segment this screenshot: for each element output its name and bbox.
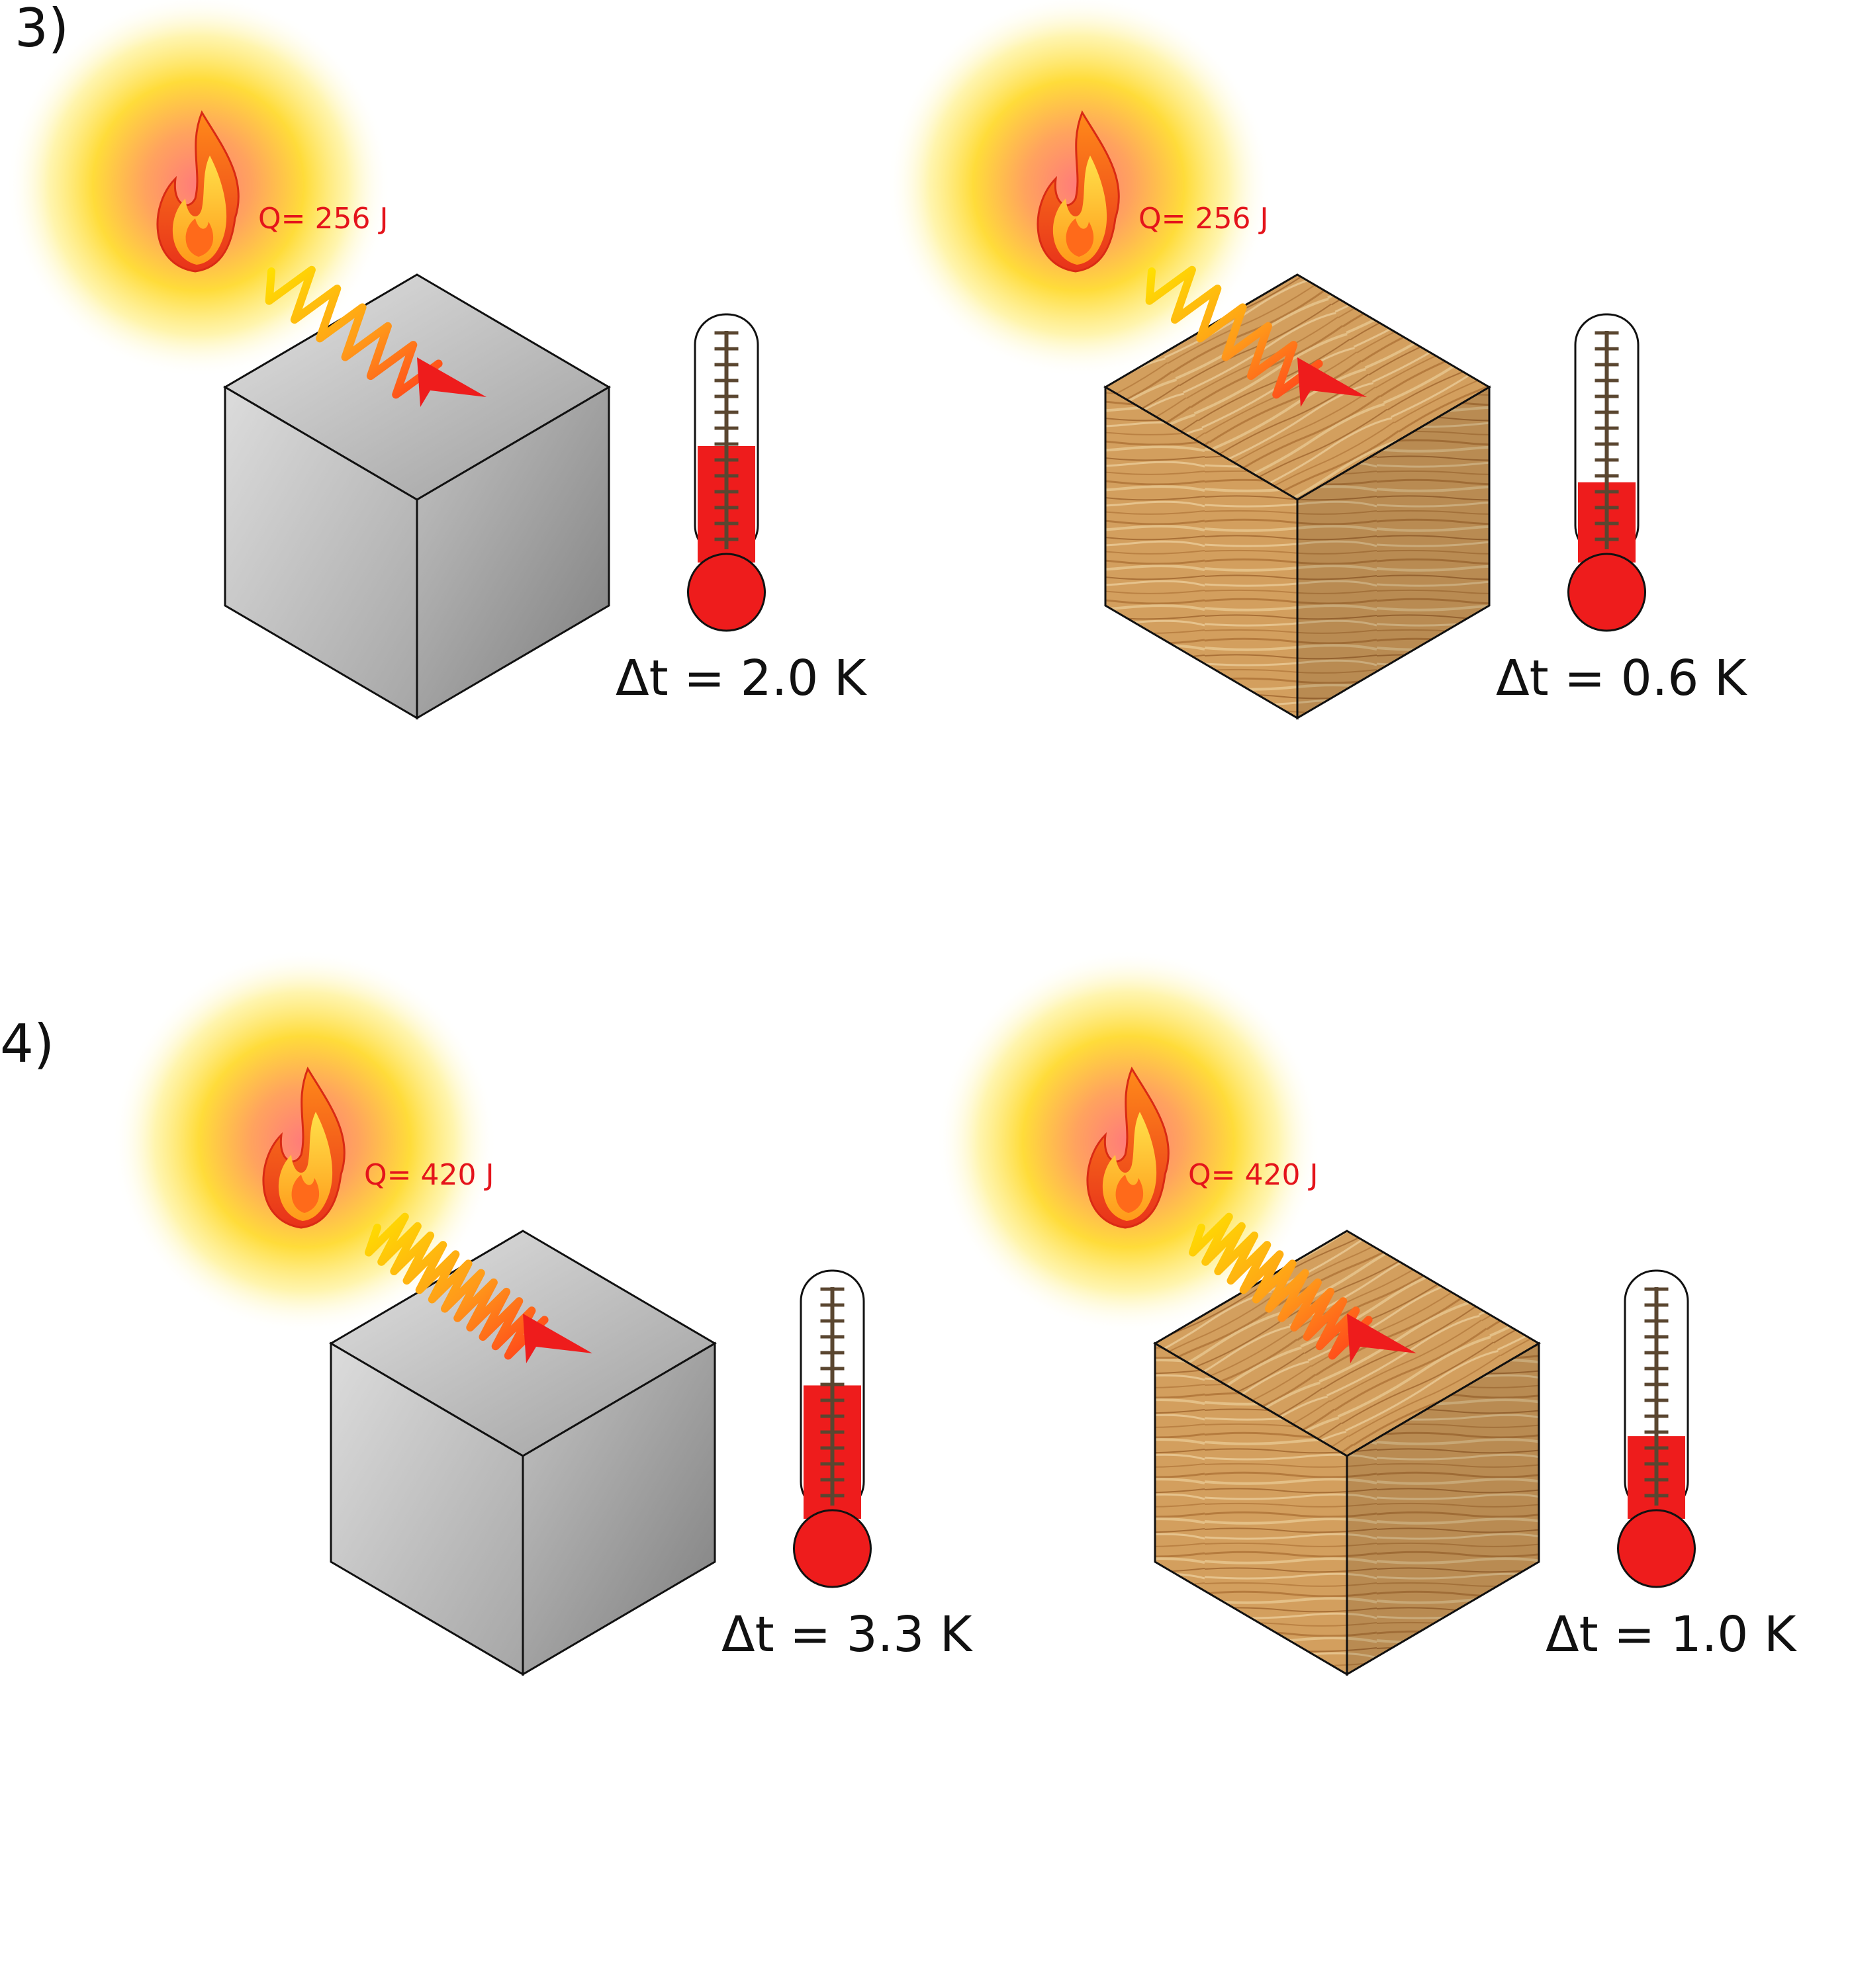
- temperature-change-label: Δt = 2.0 K: [616, 650, 868, 707]
- temperature-change-label: Δt = 3.3 K: [721, 1606, 974, 1663]
- cube-right-face: [1346, 1341, 1540, 1676]
- heat-arrow-head: [1347, 1314, 1416, 1363]
- flame-core: [1066, 218, 1094, 257]
- thermometer-icon: [793, 1269, 872, 1588]
- flame-core: [291, 1175, 320, 1213]
- flame-core: [185, 218, 214, 257]
- temperature-change-label: Δt = 1.0 K: [1546, 1606, 1798, 1663]
- heat-wave: [265, 265, 443, 399]
- thermometer-icon: [1567, 313, 1646, 632]
- heat-amount-label: Q= 256 J: [1138, 202, 1268, 236]
- heat-wave: [1189, 1212, 1373, 1360]
- metal-panel: Q= 256 J Δt = 2.0 K: [7, 0, 868, 720]
- heat-amount-label: Q= 256 J: [258, 202, 388, 236]
- cube-right-shade: [1347, 1343, 1539, 1674]
- wood-panel: Q= 420 J Δt = 1.0 K: [937, 950, 1798, 1676]
- heat-arrow-head: [523, 1314, 592, 1363]
- thermometer-icon: [687, 313, 766, 632]
- heat-amount-label: Q= 420 J: [364, 1158, 494, 1192]
- row-label: 4): [0, 1013, 54, 1075]
- heat-wave: [1145, 265, 1323, 399]
- cube-right-face: [1296, 385, 1491, 720]
- flame-icon: [1086, 1066, 1170, 1229]
- thermometer-icon: [1617, 1269, 1696, 1588]
- metal-panel: Q= 420 J Δt = 3.3 K: [113, 950, 974, 1676]
- metal-cube: [223, 273, 611, 720]
- flame-icon: [262, 1066, 346, 1229]
- row-2: 4) Q= 420 J Δt = 3.3 K Q= 420 J Δt = 1.0 K: [0, 950, 1798, 1676]
- cube-right-face: [416, 385, 610, 720]
- thermometer-bulb: [793, 1509, 872, 1588]
- flame-core: [1115, 1175, 1144, 1213]
- flame-icon: [156, 110, 240, 273]
- row-label: 3): [15, 0, 69, 59]
- flame-icon: [1037, 110, 1120, 273]
- heat-amount-label: Q= 420 J: [1188, 1158, 1318, 1192]
- temperature-change-label: Δt = 0.6 K: [1496, 650, 1748, 707]
- heat-arrow-head: [417, 357, 486, 407]
- thermometer-bulb: [1617, 1509, 1696, 1588]
- wood-panel: Q= 256 J Δt = 0.6 K: [887, 0, 1748, 720]
- row-1: 3) Q= 256 J Δt = 2.0 K Q= 256 J Δt = 0.6 K: [7, 0, 1748, 720]
- thermometer-bulb: [1567, 553, 1646, 632]
- heat-wave: [365, 1212, 549, 1360]
- cube-right-shade: [1297, 387, 1489, 718]
- heat-arrow-head: [1297, 357, 1367, 407]
- cube-right-face: [522, 1341, 716, 1676]
- thermometer-bulb: [687, 553, 766, 632]
